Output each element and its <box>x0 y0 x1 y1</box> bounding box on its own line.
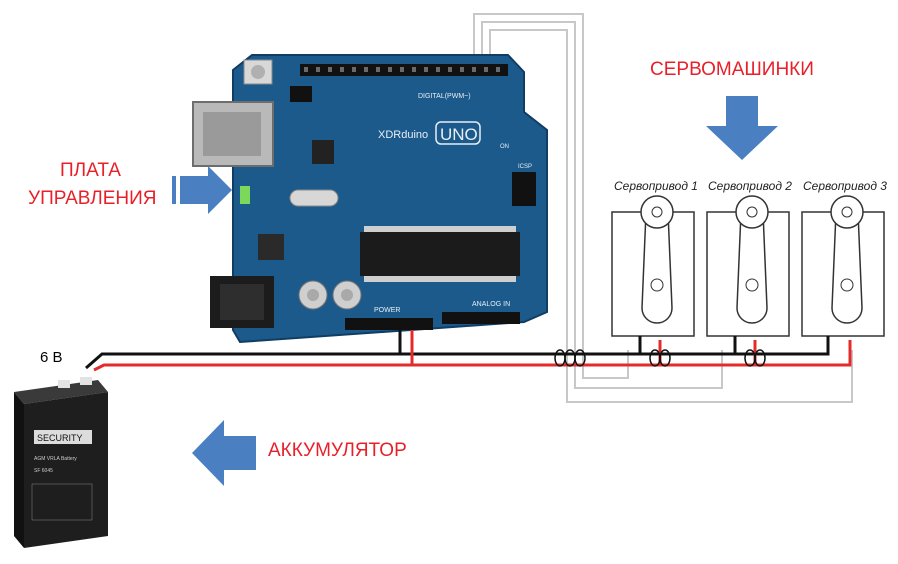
analog-header <box>442 312 520 324</box>
power-wire <box>93 330 852 372</box>
battery-brand-box <box>34 430 92 444</box>
servo-label-1: Сервопривод 1 <box>614 179 698 193</box>
board-on-label: ON <box>500 144 509 150</box>
arrow-to-battery-icon <box>192 420 256 486</box>
arduino-board: XDRduino UNO DIGITAL(PWM~) POWER ANALOG … <box>192 54 548 344</box>
board-model-box <box>435 121 481 145</box>
servo-label-2: Сервопривод 2 <box>708 179 792 193</box>
arrow-to-servos-icon <box>706 96 778 160</box>
voltage-label: 6 В <box>40 349 63 366</box>
servo-label-3: Сервопривод 3 <box>803 179 887 193</box>
board-analog-label: ANALOG IN <box>472 301 510 308</box>
wire-coils <box>554 349 766 367</box>
battery-brand: SECURITY <box>37 433 83 443</box>
board-power-label: POWER <box>374 307 400 314</box>
servo-3 <box>801 195 885 337</box>
battery-label: АККУМУЛЯТОР <box>268 440 407 461</box>
board-icsp-label: ICSP <box>518 164 532 170</box>
ground-wire <box>85 330 830 370</box>
battery-spec: AGM VRLA Battery <box>34 456 77 462</box>
servo-2 <box>706 195 790 337</box>
power-led <box>240 186 250 204</box>
crystal <box>289 189 339 207</box>
board-model: UNO <box>440 125 478 144</box>
signal-wires <box>473 13 853 403</box>
control-board-label-line2: УПРАВЛЕНИЯ <box>28 188 157 209</box>
arrow-to-board-icon <box>172 166 232 214</box>
servo-1 <box>611 195 695 337</box>
servos-title: СЕРВОМАШИНКИ <box>650 59 814 80</box>
battery: SECURITY AGM VRLA Battery SF 6045 <box>14 377 108 548</box>
icsp-header <box>512 172 536 206</box>
battery-model: SF 6045 <box>34 468 53 474</box>
board-brand: XDRduino <box>378 129 428 141</box>
control-board-label-line1: ПЛАТА <box>60 160 121 181</box>
power-header <box>345 318 433 330</box>
microcontroller-chip <box>360 232 520 276</box>
board-digital-label: DIGITAL(PWM~) <box>418 93 471 100</box>
